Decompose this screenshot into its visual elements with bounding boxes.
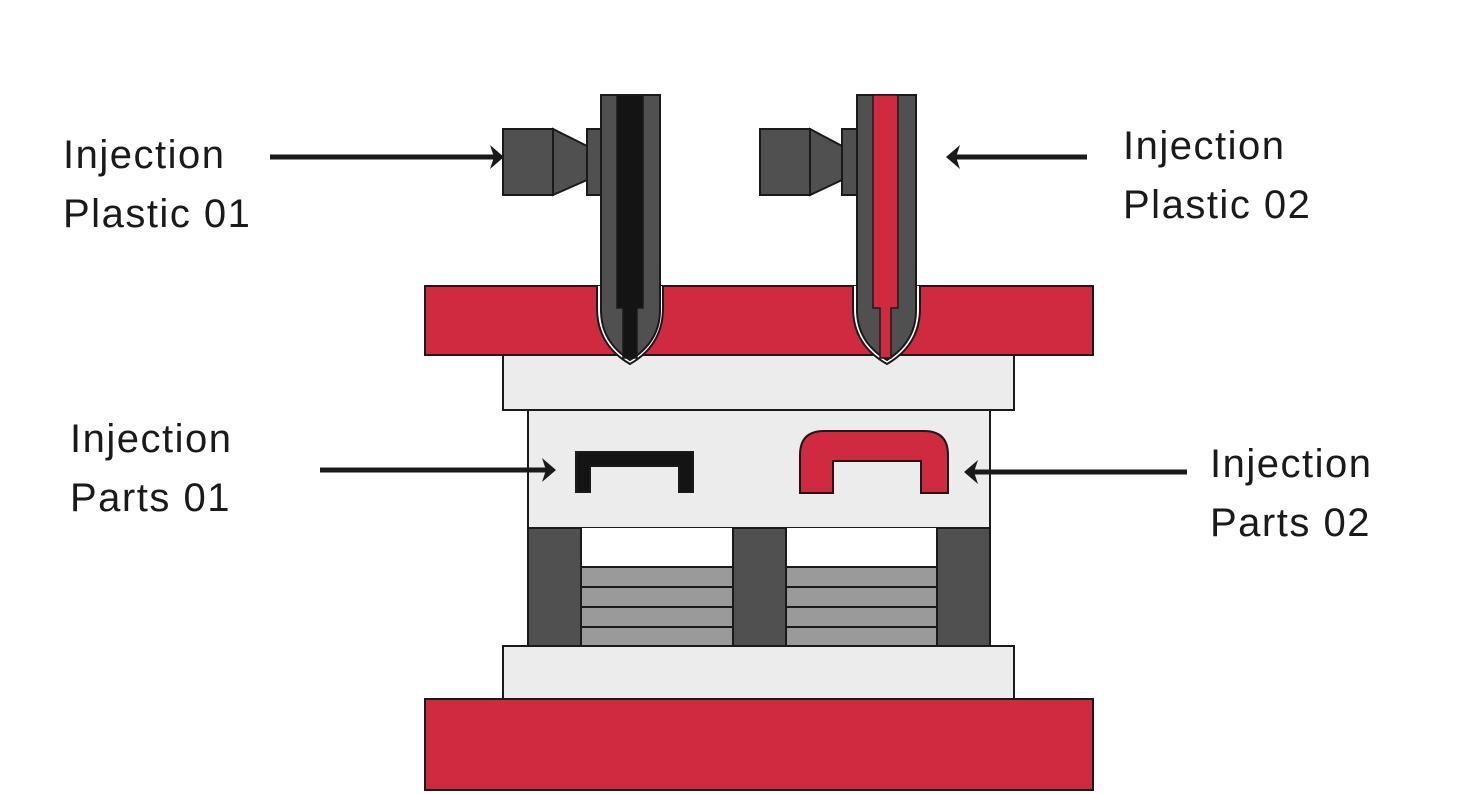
bottom-mold-plate (502, 645, 1015, 700)
label-line: Plastic 01 (63, 192, 252, 236)
label-line: Injection (1123, 124, 1286, 168)
label-line: Injection (1210, 442, 1373, 486)
ejector-plates-right (785, 566, 938, 647)
label-injection-parts-02: Injection Parts 02 (1210, 435, 1372, 553)
label-line: Plastic 02 (1123, 183, 1312, 227)
injection-part-01 (575, 451, 694, 493)
label-injection-plastic-01: Injection Plastic 01 (63, 126, 251, 244)
ejector-plates-left (580, 566, 734, 647)
bottom-clamp-plate (424, 698, 1094, 791)
injection-nozzle-02 (759, 94, 921, 366)
support-pillar-left (527, 527, 582, 647)
arrow-plastic-02 (946, 145, 1087, 169)
label-line: Injection (70, 417, 233, 461)
top-mold-plate (502, 354, 1015, 411)
injection-part-02 (799, 430, 949, 494)
top-clamp-plate (424, 285, 1094, 356)
arrow-parts-01 (320, 458, 556, 482)
arrow-plastic-01 (270, 145, 504, 169)
label-line: Parts 02 (1210, 501, 1371, 545)
arrow-parts-02 (964, 460, 1187, 484)
label-injection-parts-01: Injection Parts 01 (70, 410, 232, 528)
support-pillar-center (732, 527, 787, 647)
label-line: Parts 01 (70, 476, 231, 520)
label-line: Injection (63, 133, 226, 177)
cavity-block (527, 409, 991, 529)
support-pillar-right (936, 527, 991, 647)
injection-nozzle-01 (502, 94, 664, 366)
label-injection-plastic-02: Injection Plastic 02 (1123, 117, 1311, 235)
